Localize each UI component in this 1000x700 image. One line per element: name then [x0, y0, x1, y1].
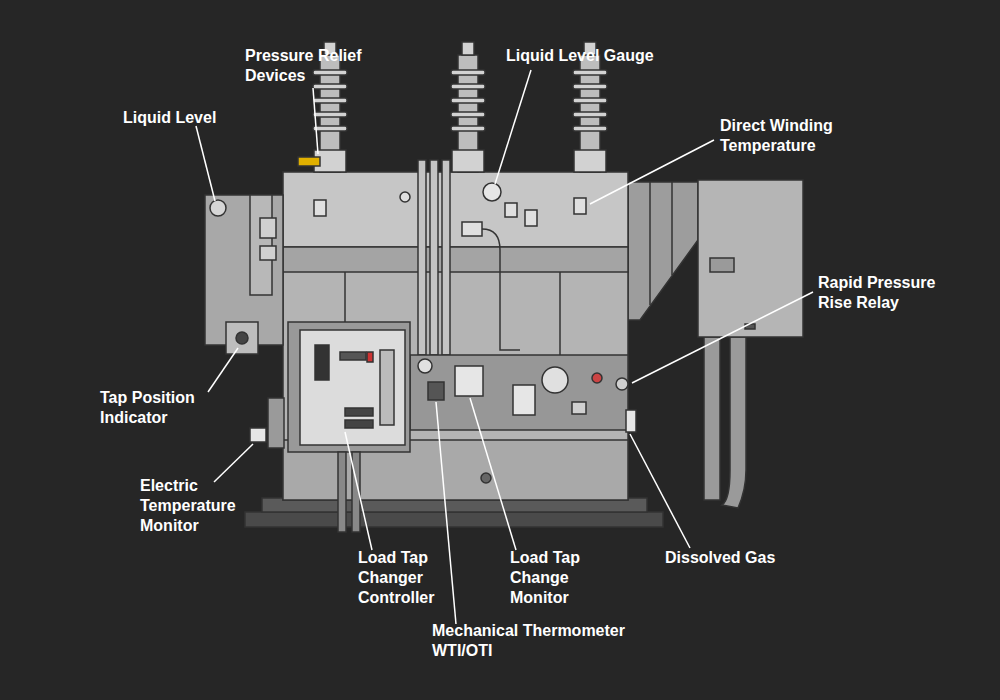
bushing-shed	[313, 112, 347, 117]
conduit-pipe	[704, 337, 720, 500]
bushing-shed	[573, 112, 607, 117]
tap-change-monitor	[455, 366, 483, 396]
temperature-monitor	[250, 428, 266, 442]
bushing-shed	[573, 84, 607, 89]
panel-switch	[345, 420, 373, 428]
level-indicator	[210, 200, 226, 216]
control-cabinet	[698, 180, 803, 337]
bushing-shed	[451, 112, 485, 117]
terminal-strip	[380, 350, 394, 425]
cover-fitting	[314, 200, 326, 216]
radiator-fin	[649, 182, 651, 305]
cabinet-vent	[710, 258, 734, 272]
side-panel	[250, 195, 272, 295]
bushing-shed	[313, 126, 347, 131]
accessory-panel	[410, 355, 628, 430]
tank-cover	[283, 172, 628, 247]
tank-rib	[559, 272, 561, 355]
leader-line	[345, 432, 372, 550]
monitor-bracket	[268, 398, 284, 448]
drain-valve	[481, 473, 491, 483]
leader-line	[436, 402, 456, 624]
base-plate	[245, 512, 663, 527]
conduit-pipe	[722, 337, 746, 508]
junction-box	[513, 385, 535, 415]
cover-fitting	[400, 192, 410, 202]
ltc-panel	[300, 330, 405, 445]
thermometer-dial	[418, 359, 432, 373]
bushing-shed	[451, 84, 485, 89]
bushing-shed	[573, 126, 607, 131]
cabinet-leg	[338, 452, 346, 532]
pressure-relief-device	[298, 157, 320, 166]
tank-band	[283, 247, 628, 272]
wire	[482, 229, 520, 350]
junction-box	[260, 218, 276, 238]
bushing-shed	[573, 98, 607, 103]
bushing-shed	[573, 70, 607, 75]
callout-label: Liquid Level Gauge	[506, 46, 654, 66]
leader-line	[214, 444, 253, 482]
bushing-shed	[451, 126, 485, 131]
callout-label: Tap Position Indicator	[100, 388, 210, 428]
callout-label: Rapid Pressure Rise Relay	[818, 273, 953, 313]
panel-switch	[345, 408, 373, 416]
liquid-level-gauge	[483, 183, 501, 201]
leader-line	[632, 292, 813, 383]
panel-display	[315, 345, 329, 380]
bushing-base	[574, 150, 606, 172]
callout-label: Mechanical Thermometer WTI/OTI	[432, 621, 647, 661]
pipe	[418, 160, 426, 355]
leader-line	[630, 434, 690, 548]
winding-temp-sensor	[574, 198, 586, 214]
leader-line	[196, 126, 215, 201]
cover-fitting	[505, 203, 517, 217]
gauge	[542, 367, 568, 393]
callout-label: Liquid Level	[123, 108, 216, 128]
valve-handle	[592, 373, 602, 383]
bushing-base	[452, 150, 484, 172]
leader-line	[470, 398, 516, 550]
bushing-shed	[313, 98, 347, 103]
panel-meter	[340, 352, 366, 360]
callout-label: Load Tap Change Monitor	[510, 548, 605, 608]
ltc-cabinet	[288, 322, 410, 452]
thermometer-body	[428, 382, 444, 400]
callout-label: Load Tap Changer Controller	[358, 548, 453, 608]
leader-line	[313, 88, 318, 154]
tank-rib	[344, 272, 346, 322]
pressure-relay	[616, 378, 628, 390]
bushing-shed	[313, 70, 347, 75]
bushing-shed	[451, 70, 485, 75]
callout-label: Electric Temperature Monitor	[140, 476, 255, 536]
bushing-shed	[451, 98, 485, 103]
radiator	[628, 182, 698, 320]
callout-label: Direct Winding Temperature	[720, 116, 855, 156]
radiator-fin	[671, 182, 673, 275]
outlet-box	[572, 402, 586, 414]
gauge-box	[462, 222, 482, 236]
panel-lamp	[367, 352, 373, 362]
leader-line	[495, 70, 531, 184]
junction-box	[260, 246, 276, 260]
tap-position-box	[226, 322, 258, 354]
pipe	[430, 160, 438, 355]
leader-line	[208, 348, 238, 392]
gas-sampler	[626, 410, 636, 432]
pipe	[442, 160, 450, 355]
callout-label: Dissolved Gas	[665, 548, 775, 568]
tap-dial	[236, 332, 248, 344]
callout-label: Pressure Relief Devices	[245, 46, 380, 86]
main-tank	[283, 172, 628, 500]
leader-line	[590, 140, 714, 204]
bushing-cap	[462, 42, 474, 55]
cover-fitting	[525, 210, 537, 226]
bushing-shed	[313, 84, 347, 89]
